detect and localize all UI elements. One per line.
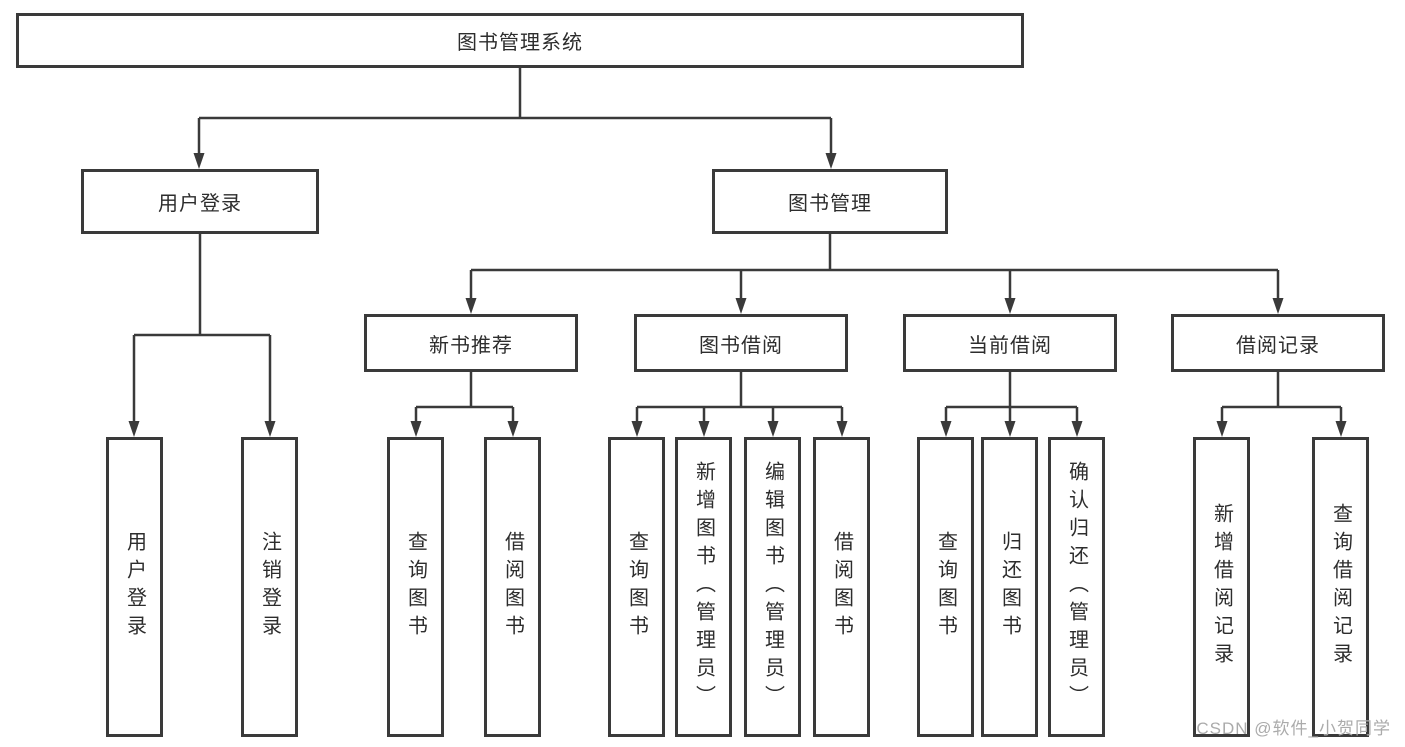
node-label: 注销登录	[258, 531, 281, 643]
leaf-confirm-return-admin: 确认归还（管理员）	[1048, 437, 1105, 737]
leaf-edit-book-admin: 编辑图书（管理员）	[744, 437, 801, 737]
node-label: 归还图书	[998, 531, 1021, 643]
node-label: 借阅记录	[1236, 334, 1320, 357]
node-label: 编辑图书（管理员）	[761, 461, 784, 713]
node-book-borrowing: 图书借阅	[634, 314, 848, 372]
node-label: 新增图书（管理员）	[692, 461, 715, 713]
leaf-add-borrow-record: 新增借阅记录	[1193, 437, 1250, 737]
leaf-return-book: 归还图书	[981, 437, 1038, 737]
node-user-login: 用户登录	[81, 169, 319, 234]
leaf-query-books-borrowing: 查询图书	[608, 437, 665, 737]
node-label: 查询图书	[934, 531, 957, 643]
node-label: 图书借阅	[699, 334, 783, 357]
node-borrowing-records: 借阅记录	[1171, 314, 1385, 372]
leaf-user-login: 用户登录	[106, 437, 163, 737]
node-label: 查询图书	[404, 531, 427, 643]
leaf-query-books-current: 查询图书	[917, 437, 974, 737]
node-label: 查询借阅记录	[1329, 503, 1352, 671]
node-current-borrowing: 当前借阅	[903, 314, 1117, 372]
leaf-borrow-books-recommend: 借阅图书	[484, 437, 541, 737]
leaf-borrow-books-borrowing: 借阅图书	[813, 437, 870, 737]
node-label: 用户登录	[123, 531, 146, 643]
node-label: 确认归还（管理员）	[1065, 461, 1088, 713]
node-label: 图书管理	[788, 193, 872, 215]
leaf-query-books-recommend: 查询图书	[387, 437, 444, 737]
leaf-logout: 注销登录	[241, 437, 298, 737]
node-label: 当前借阅	[968, 334, 1052, 357]
leaf-query-borrow-record: 查询借阅记录	[1312, 437, 1369, 737]
node-label: 借阅图书	[501, 531, 524, 643]
node-library-management-system: 图书管理系统	[16, 13, 1024, 68]
node-book-management: 图书管理	[712, 169, 948, 234]
node-label: 新增借阅记录	[1210, 503, 1233, 671]
node-label: 查询图书	[625, 531, 648, 643]
node-label: 用户登录	[158, 193, 242, 215]
node-new-book-recommend: 新书推荐	[364, 314, 578, 372]
csdn-watermark: CSDN @软件_小贺同学	[1196, 719, 1391, 738]
node-label: 新书推荐	[429, 334, 513, 357]
node-label: 图书管理系统	[457, 32, 583, 54]
node-label: 借阅图书	[830, 531, 853, 643]
leaf-add-book-admin: 新增图书（管理员）	[675, 437, 732, 737]
